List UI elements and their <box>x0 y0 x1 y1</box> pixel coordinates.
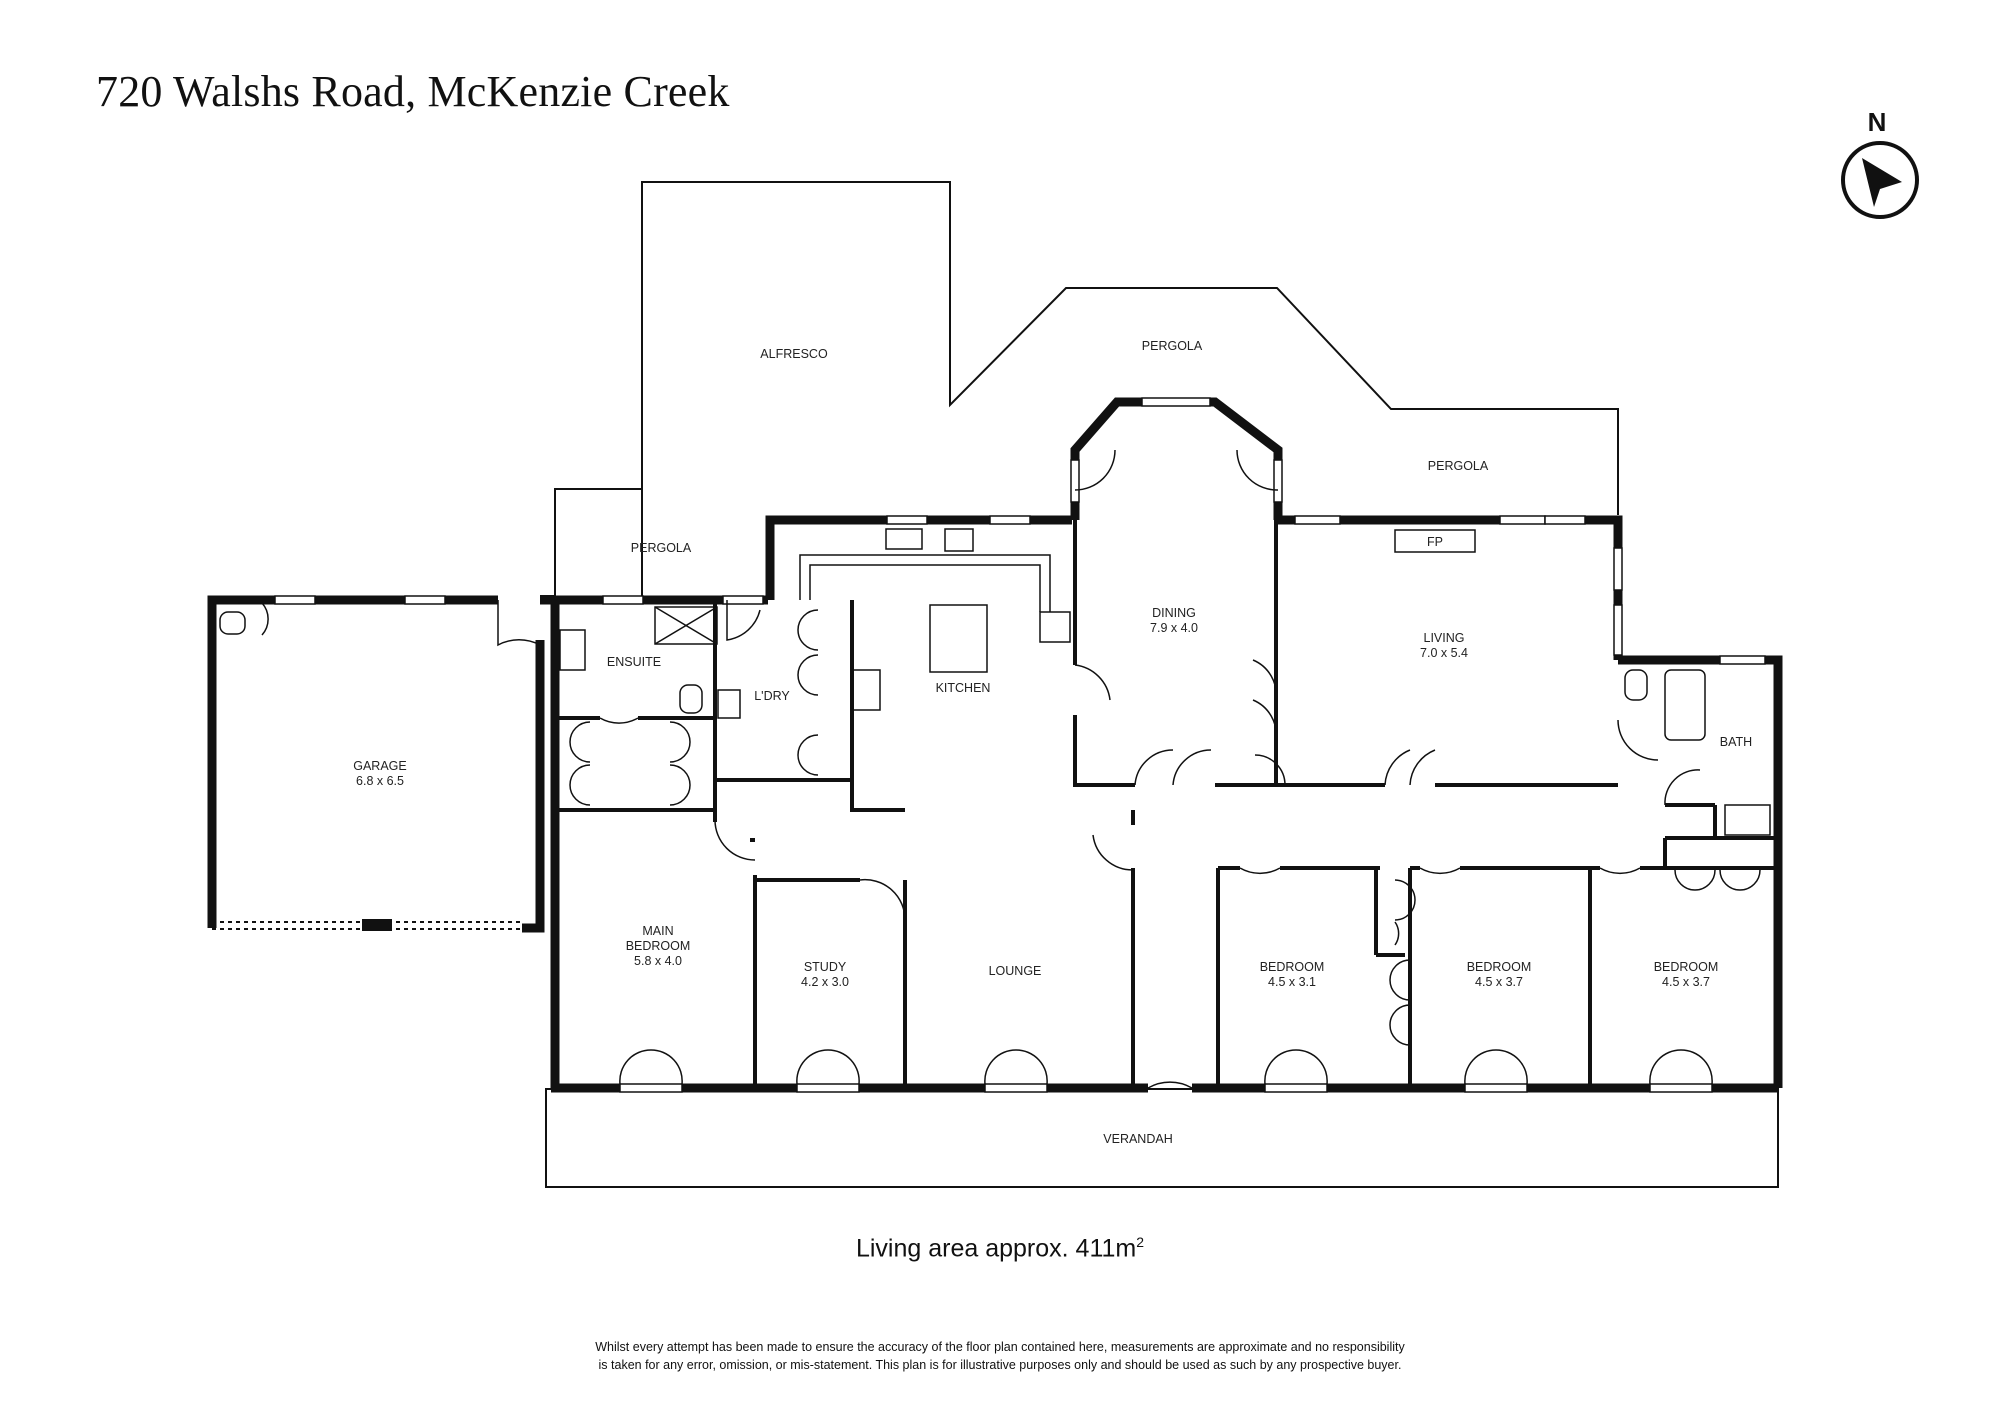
living-label: LIVING <box>1424 631 1465 645</box>
toilet <box>1624 669 1648 701</box>
north-label: N <box>1867 107 1887 137</box>
cooktop <box>944 528 974 552</box>
verandah-label: VERANDAH <box>1103 1132 1172 1146</box>
garage-size: 6.8 x 6.5 <box>356 774 404 788</box>
living-area-superscript: 2 <box>1136 1234 1145 1250</box>
bedroom-3-size: 4.5 x 3.7 <box>1662 975 1710 989</box>
dining-wall <box>1070 397 1283 520</box>
bath-wall <box>1618 655 1783 1088</box>
laundry-wall <box>713 600 852 782</box>
outdoor-outlines <box>540 181 1779 1188</box>
bath-label: BATH <box>1720 735 1752 749</box>
living-area-text: Living area approx. 411m2 <box>0 1234 2000 1263</box>
garage-right-wall <box>522 640 545 933</box>
bedroom-3-label: BEDROOM <box>1654 960 1719 974</box>
garage-label: GARAGE <box>353 759 407 773</box>
main-bedroom-label-2: BEDROOM <box>626 939 691 953</box>
dining-label: DINING <box>1152 606 1196 620</box>
compass-icon <box>1841 141 1919 219</box>
main-bedroom-label-1: MAIN <box>642 924 673 938</box>
bedroom-2-label: BEDROOM <box>1467 960 1532 974</box>
ensuite-vanity <box>559 629 586 671</box>
shower <box>654 606 718 645</box>
garage-wall <box>207 595 498 928</box>
bath-tub <box>1664 669 1706 741</box>
exterior-walls <box>207 397 1783 1093</box>
room-labels: ALFRESCO PERGOLA PERGOLA PERGOLA GARAGE … <box>353 339 1752 1146</box>
property-address-title: 720 Walshs Road, McKenzie Creek <box>96 67 730 116</box>
main-bedroom-size: 5.8 x 4.0 <box>634 954 682 968</box>
study-size: 4.2 x 3.0 <box>801 975 849 989</box>
garage-toilet <box>219 611 246 635</box>
fireplace-box <box>1394 529 1476 553</box>
bedroom-1-size: 4.5 x 3.1 <box>1268 975 1316 989</box>
kitchen-fixtures <box>219 528 1771 836</box>
living-size: 7.0 x 5.4 <box>1420 646 1468 660</box>
disclaimer-line-1: Whilst every attempt has been made to en… <box>595 1340 1405 1354</box>
kitchen-island <box>929 604 988 673</box>
kitchen-bench <box>799 554 1051 612</box>
bedroom-2-size: 4.5 x 3.7 <box>1475 975 1523 989</box>
living-area-value: Living area approx. 411m <box>855 1234 1137 1263</box>
bedroom-1-label: BEDROOM <box>1260 960 1325 974</box>
verandah-outline <box>545 1088 1779 1188</box>
alfresco-label: ALFRESCO <box>760 347 828 361</box>
kitchen-label: KITCHEN <box>936 681 991 695</box>
ensuite-label: ENSUITE <box>607 655 661 669</box>
laundry-label: L'DRY <box>754 689 790 703</box>
pergola-left-label: PERGOLA <box>631 541 692 555</box>
fireplace-label: FP <box>1427 535 1443 549</box>
disclaimer-line-2: is taken for any error, omission, or mis… <box>598 1358 1402 1372</box>
alfresco-outline <box>540 181 1619 597</box>
lounge-label: LOUNGE <box>989 964 1042 978</box>
ensuite-toilet <box>679 684 703 714</box>
garage-door <box>212 919 520 931</box>
windows <box>274 397 1766 1093</box>
kitchen-sink <box>885 528 923 550</box>
dining-size: 7.9 x 4.0 <box>1150 621 1198 635</box>
door-swings <box>238 449 1761 1089</box>
pergola-right-label: PERGOLA <box>1428 459 1489 473</box>
pergola-top-label: PERGOLA <box>1142 339 1203 353</box>
bath-basin <box>1724 804 1771 836</box>
laundry-tub <box>717 689 741 719</box>
disclaimer: Whilst every attempt has been made to en… <box>0 1338 2000 1374</box>
study-label: STUDY <box>804 960 847 974</box>
